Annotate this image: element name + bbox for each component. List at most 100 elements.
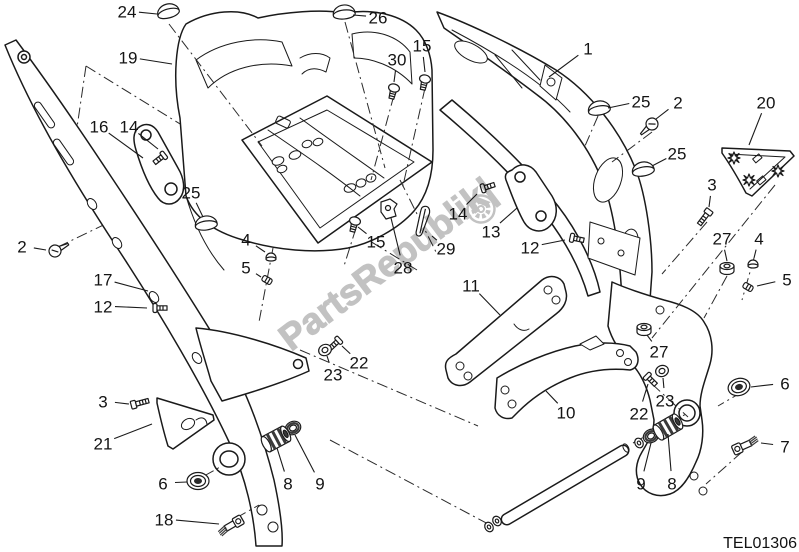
leader-line-25 [651,158,667,167]
callout-19: 19 [119,48,138,67]
callout-23: 23 [656,391,675,410]
leader-line-24 [138,11,158,15]
callout-23: 23 [324,365,343,384]
callout-15: 15 [367,232,386,251]
leader-line-25 [607,102,630,109]
leader-line-15 [422,56,426,73]
callout-2: 2 [673,93,682,112]
leader-line-2 [33,247,47,251]
callout-20: 20 [757,93,776,112]
leader-line-12 [114,305,148,309]
leader-line-22 [642,383,649,402]
leader-line-22 [341,345,351,355]
part-bracket-left [133,123,185,205]
part-rear-frame-right [436,11,713,497]
leader-line-28 [390,217,401,256]
leader-line-7 [760,442,774,446]
leader-line-8 [667,433,672,472]
callout-8: 8 [667,474,676,493]
dome-grommet-icon [727,377,751,397]
callout-26: 26 [369,8,388,27]
dome-plug-icon [631,161,655,177]
hex-screw-icon [696,207,714,227]
callout-4: 4 [241,230,250,249]
leader-line-18 [175,519,220,525]
callout-6: 6 [158,474,167,493]
leader-line-21 [113,423,153,440]
leader-line-15 [357,226,367,235]
dome-plug-icon [587,100,611,116]
construction-lines [168,21,776,519]
leader-line-9 [643,442,652,472]
set-screw-icon [742,282,754,292]
ring-small-icon [634,437,644,449]
callout-24: 24 [118,2,137,21]
flat-screw-icon [48,242,70,258]
callout-3: 3 [98,392,107,411]
callout-5: 5 [241,258,250,277]
hardware-layer [48,3,785,537]
callout-8: 8 [283,474,292,493]
callout-21: 21 [94,434,113,453]
leader-line-27 [724,249,728,262]
diagram-code: TEL01306 [723,535,797,552]
callout-25: 25 [632,92,651,111]
button-screw-icon [348,216,362,233]
socket-bolt-icon [731,435,759,456]
callout-12: 12 [521,238,540,257]
flange-nut-icon [636,322,652,337]
leader-line-4 [255,245,266,253]
leader-line-19 [139,58,173,65]
leader-line-23 [662,377,665,389]
callout-27: 27 [650,342,669,361]
pan-screw-icon [152,302,168,314]
hex-screw-icon [129,397,150,410]
leader-line-20 [748,112,763,146]
callout-22: 22 [350,353,369,372]
leader-line-3 [114,401,130,405]
leader-line-5 [756,281,776,287]
callout-18: 18 [155,510,174,529]
leader-line-26 [352,14,367,17]
callout-25: 25 [182,183,201,202]
leader-line-2 [655,108,669,120]
callout-6: 6 [780,374,789,393]
leader-line-3 [708,195,711,208]
callout-15: 15 [413,36,432,55]
dome-plug-icon [194,215,218,231]
button-screw-icon [418,74,432,91]
leader-line-23 [326,355,330,363]
leader-line-14 [138,133,159,150]
callout-9: 9 [315,474,324,493]
leader-line-25 [195,202,204,218]
leader-lines [33,11,776,525]
part-seat-cowl [175,10,434,271]
leader-line-17 [114,281,149,292]
part-plate-11 [444,275,568,387]
callout-9: 9 [636,474,645,493]
washer-lg-icon [284,420,302,436]
button-screw-icon [387,83,401,100]
leader-line-11 [478,293,501,316]
leader-line-12 [541,239,566,246]
callout-14: 14 [120,117,139,136]
ring-small-icon [492,515,502,527]
callout-28: 28 [394,258,413,277]
callout-30: 30 [388,50,407,69]
bushing-icon [652,413,684,441]
clamp-bracket-icon [380,198,398,220]
dome-plug-icon [157,3,180,20]
callout-1: 1 [583,39,592,58]
flange-nut-icon [719,261,735,276]
callout-11: 11 [462,276,480,295]
part-tie-rod [500,443,630,526]
callout-16: 16 [90,117,109,136]
washer-icon [318,343,332,357]
flat-screw-icon [639,117,659,136]
leader-line-1 [548,54,579,78]
pin-blade-icon [415,205,431,237]
leader-line-9 [294,434,315,473]
socket-bolt-icon [217,514,245,537]
